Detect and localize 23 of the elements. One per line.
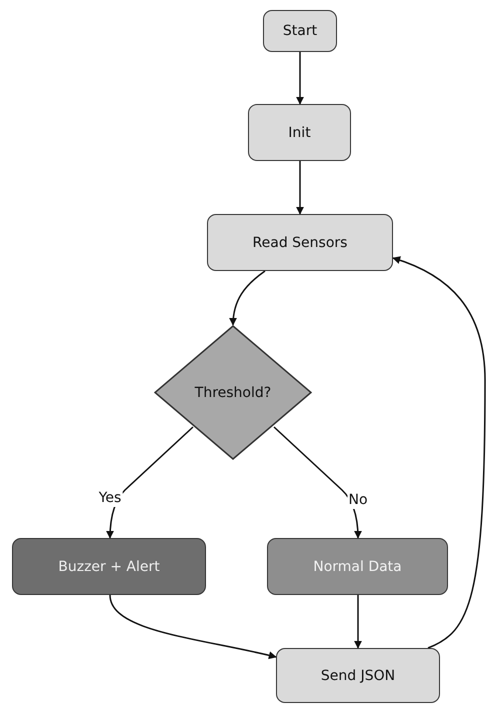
node-label: Send JSON <box>320 668 396 684</box>
node-label: Normal Data <box>313 558 402 574</box>
arrow <box>274 426 362 539</box>
arrow <box>296 161 304 215</box>
node-label: Threshold? <box>194 384 272 400</box>
node-label: Start <box>282 23 318 39</box>
node-label: Buzzer + Alert <box>58 558 160 574</box>
arrow <box>296 52 304 105</box>
process-box <box>276 648 440 703</box>
process-box <box>248 104 351 161</box>
process-box <box>263 10 337 52</box>
node-label: Read Sensors <box>252 234 348 250</box>
node-label: Init <box>288 124 311 140</box>
process-box <box>207 214 393 271</box>
process-box <box>267 538 448 595</box>
arrow <box>354 595 362 649</box>
arrow <box>109 594 277 660</box>
edge-label: No <box>347 491 369 509</box>
process-box <box>12 538 206 595</box>
arrow <box>392 256 486 649</box>
arrow <box>229 270 266 326</box>
arrow <box>106 426 194 539</box>
edge-label: Yes <box>98 489 122 507</box>
